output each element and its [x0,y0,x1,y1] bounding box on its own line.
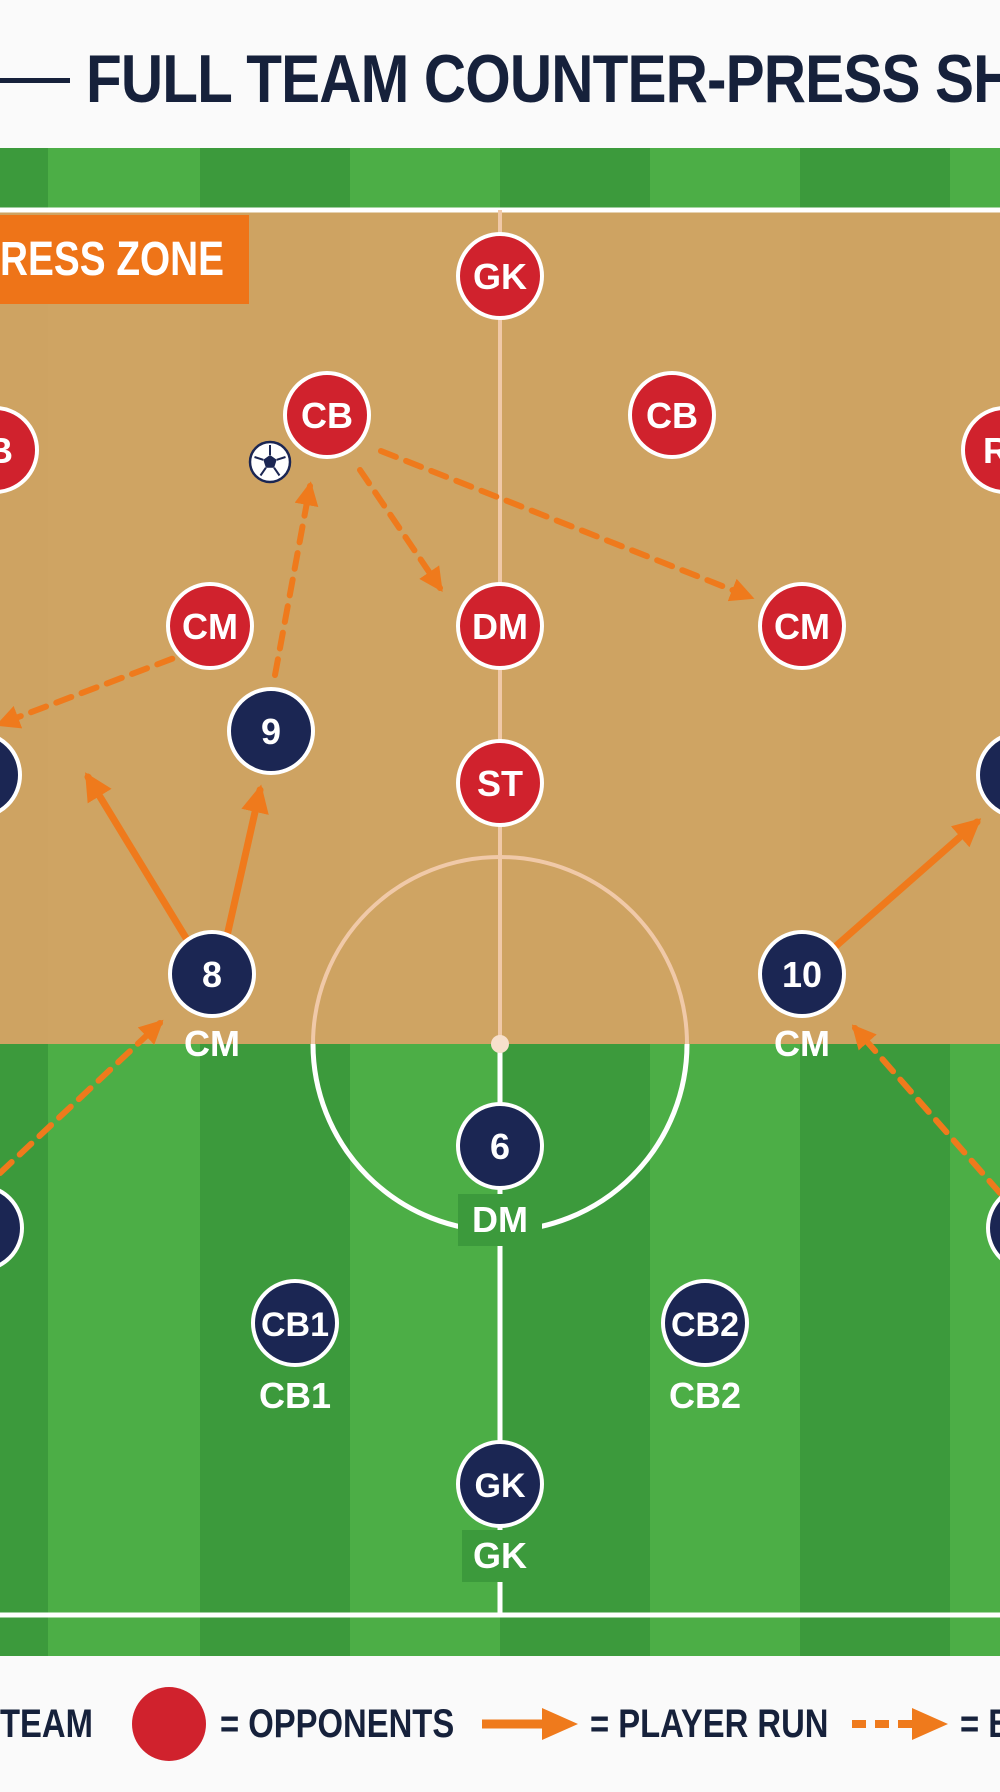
opponent-st: ST [456,739,544,827]
svg-text:CB2: CB2 [669,1375,741,1416]
opponent-cb-left: CB [283,371,371,459]
title-bar: FULL TEAM COUNTER-PRESS SH [0,0,1000,160]
svg-text:GK: GK [473,256,527,297]
team-player-lb [0,1188,24,1268]
arrow-cb-to-cm-right [378,448,755,602]
press-zone-tag: RESS ZONE [0,215,249,304]
page-title: FULL TEAM COUNTER-PRESS SH [86,41,1000,117]
svg-text:6: 6 [490,1126,510,1167]
legend-dashed-arrow-label: = B [960,1701,1000,1746]
svg-text:CM: CM [184,1023,240,1064]
team-player-6: 6 DM [456,1102,544,1246]
opponent-cb-right: CB [628,371,716,459]
arrow-10-run-right [832,818,982,950]
svg-text:R: R [983,430,1000,471]
svg-text:9: 9 [261,711,281,752]
svg-text:CM: CM [182,606,238,647]
team-player-8: 8 CM [168,930,256,1064]
svg-text:ST: ST [477,763,523,804]
opponent-fb-left: B [0,406,39,494]
arrow-cb-to-dm [357,467,443,592]
svg-text:CB: CB [301,395,353,436]
svg-text:10: 10 [782,954,822,995]
team-player-10: 10 CM [758,930,846,1064]
opponent-cm-right: CM [758,582,846,670]
legend-team: TEAM [0,1656,113,1792]
svg-text:CB2: CB2 [671,1306,739,1344]
legend-team-label: TEAM [0,1701,93,1746]
legend-player-run: = PLAYER RUN [480,1656,881,1792]
svg-text:DM: DM [472,1199,528,1240]
arrow-left-flank-to-8 [0,1019,164,1176]
team-player-gk: GK GK [456,1440,544,1582]
legend-opponents: = OPPONENTS [130,1656,506,1792]
svg-text:CM: CM [774,606,830,647]
opponent-fb-right: R [961,406,1000,494]
team-player-cb1: CB1 CB1 [251,1279,339,1416]
opponent-gk: GK [456,232,544,320]
team-player-left-flank [0,736,22,814]
solid-arrow-icon [482,1708,578,1740]
pitch-diagram: RESS ZONE GK CB CB B [0,148,1000,1656]
svg-text:CB1: CB1 [259,1375,331,1416]
legend-opponents-label: = OPPONENTS [220,1701,455,1746]
legend-dashed-arrow: = B [850,1656,1000,1792]
svg-text:GK: GK [473,1535,527,1576]
svg-text:CB: CB [646,395,698,436]
arrow-8-run-left [84,772,190,942]
title-rule [0,78,70,83]
svg-text:CM: CM [774,1023,830,1064]
svg-text:CB1: CB1 [261,1306,329,1344]
svg-text:B: B [0,430,13,471]
dashed-arrow-icon [852,1708,948,1740]
team-player-9: 9 [227,687,315,775]
svg-text:GK: GK [475,1467,526,1505]
arrow-right-flank-to-10 [851,1024,1000,1196]
arrow-9-to-cb [272,481,319,678]
svg-text:RESS ZONE: RESS ZONE [0,233,224,286]
arrow-8-run-up [223,784,269,940]
ball-icon [248,440,292,484]
opponent-cm-left: CM [166,582,254,670]
team-player-cb2: CB2 CB2 [661,1279,749,1416]
legend: TEAM = OPPONENTS = PLAYER RUN = B [0,1656,1000,1792]
opponent-swatch-icon [132,1687,206,1761]
opponent-players: GK CB CB B R CM DM CM [0,232,1000,827]
team-player-rb [986,1195,1000,1261]
team-player-right-flank [976,735,1000,815]
svg-text:DM: DM [472,606,528,647]
team-players: 9 8 CM 10 CM 6 DM [0,687,1000,1582]
opponent-dm: DM [456,582,544,670]
svg-text:8: 8 [202,954,222,995]
legend-player-run-label: = PLAYER RUN [590,1701,829,1746]
